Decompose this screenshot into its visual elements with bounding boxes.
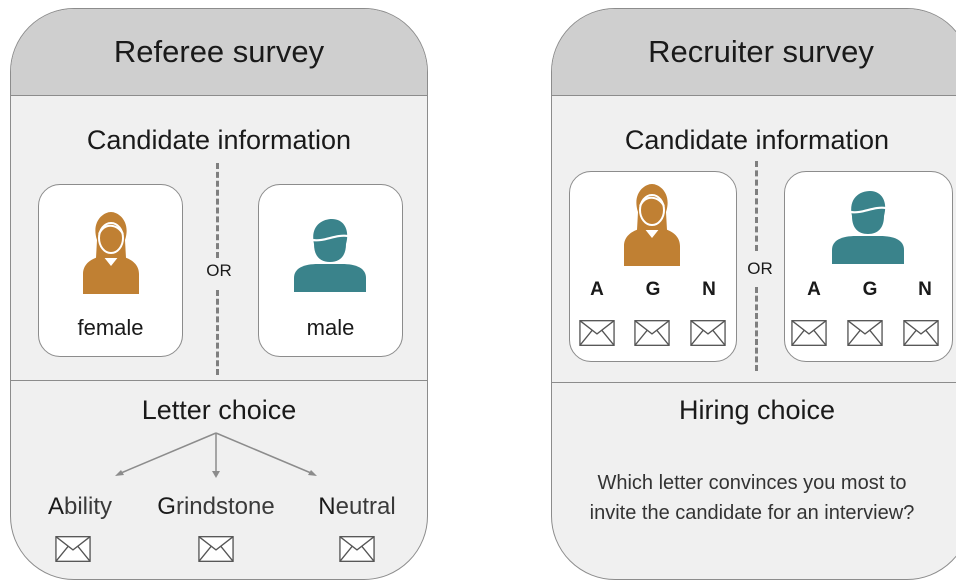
envelope-icon bbox=[339, 535, 375, 563]
letter-abbrev-a: A bbox=[590, 279, 604, 300]
or-label: OR bbox=[747, 259, 773, 278]
arrow-icon bbox=[215, 432, 312, 474]
letter-option-neutral: Neutral bbox=[307, 493, 407, 521]
letter-abbrev-n: N bbox=[918, 279, 932, 300]
female-person-icon bbox=[614, 182, 690, 266]
female-candidate-card: female bbox=[38, 184, 183, 357]
letter-option-grindstone: Grindstone bbox=[141, 493, 291, 521]
hiring-question-line-2: invite the candidate for an interview? bbox=[589, 502, 915, 524]
section-separator bbox=[552, 382, 956, 383]
female-person-icon bbox=[73, 210, 149, 294]
male-person-icon bbox=[292, 216, 368, 292]
option-rest: eutral bbox=[335, 493, 396, 520]
envelope-icon bbox=[847, 319, 883, 347]
option-rest: bility bbox=[64, 493, 113, 520]
male-person-icon bbox=[830, 188, 906, 264]
option-initial: A bbox=[47, 493, 64, 520]
section-separator bbox=[11, 380, 427, 381]
female-label: female bbox=[77, 315, 144, 340]
envelope-icon bbox=[634, 319, 670, 347]
male-candidate-card: male bbox=[258, 184, 403, 357]
divider-dash-top bbox=[216, 163, 219, 258]
letter-choice-heading: Letter choice bbox=[141, 395, 297, 425]
male-candidate-card: A G N bbox=[784, 171, 953, 362]
female-candidate-card: A G N bbox=[569, 171, 737, 362]
option-rest: rindstone bbox=[175, 493, 275, 520]
or-label: OR bbox=[206, 261, 232, 280]
envelope-icon bbox=[579, 319, 615, 347]
letter-abbrev-g: G bbox=[645, 279, 661, 300]
recruiter-survey-panel: Recruiter survey Candidate information A… bbox=[551, 8, 956, 580]
hiring-question-line-1: Which letter convinces you most to bbox=[597, 472, 907, 494]
divider-dash-bottom bbox=[755, 287, 758, 371]
recruiter-survey-title: Recruiter survey bbox=[552, 9, 956, 96]
candidate-information-heading: Candidate information bbox=[86, 125, 352, 155]
male-label: male bbox=[306, 315, 355, 340]
referee-survey-title: Referee survey bbox=[11, 9, 427, 96]
option-initial: G bbox=[157, 493, 176, 520]
envelope-icon bbox=[791, 319, 827, 347]
arrow-head-icon bbox=[308, 470, 317, 476]
arrow-icon bbox=[120, 432, 217, 474]
divider-dash-top bbox=[755, 161, 758, 251]
referee-survey-panel: Referee survey Candidate information fem… bbox=[10, 8, 428, 580]
letter-abbrev-a: A bbox=[807, 279, 821, 300]
choice-arrows bbox=[115, 432, 317, 478]
arrow-head-icon bbox=[115, 470, 124, 476]
envelope-icon bbox=[55, 535, 91, 563]
letter-abbrev-g: G bbox=[862, 279, 878, 300]
letter-option-ability: Ability bbox=[35, 493, 125, 521]
hiring-choice-heading: Hiring choice bbox=[678, 395, 836, 425]
envelope-icon bbox=[690, 319, 726, 347]
envelope-icon bbox=[198, 535, 234, 563]
arrow-head-icon bbox=[212, 471, 220, 478]
letter-abbrev-n: N bbox=[702, 279, 716, 300]
divider-dash-bottom bbox=[216, 290, 219, 375]
candidate-information-heading: Candidate information bbox=[624, 125, 890, 155]
envelope-icon bbox=[903, 319, 939, 347]
option-initial: N bbox=[318, 493, 336, 520]
